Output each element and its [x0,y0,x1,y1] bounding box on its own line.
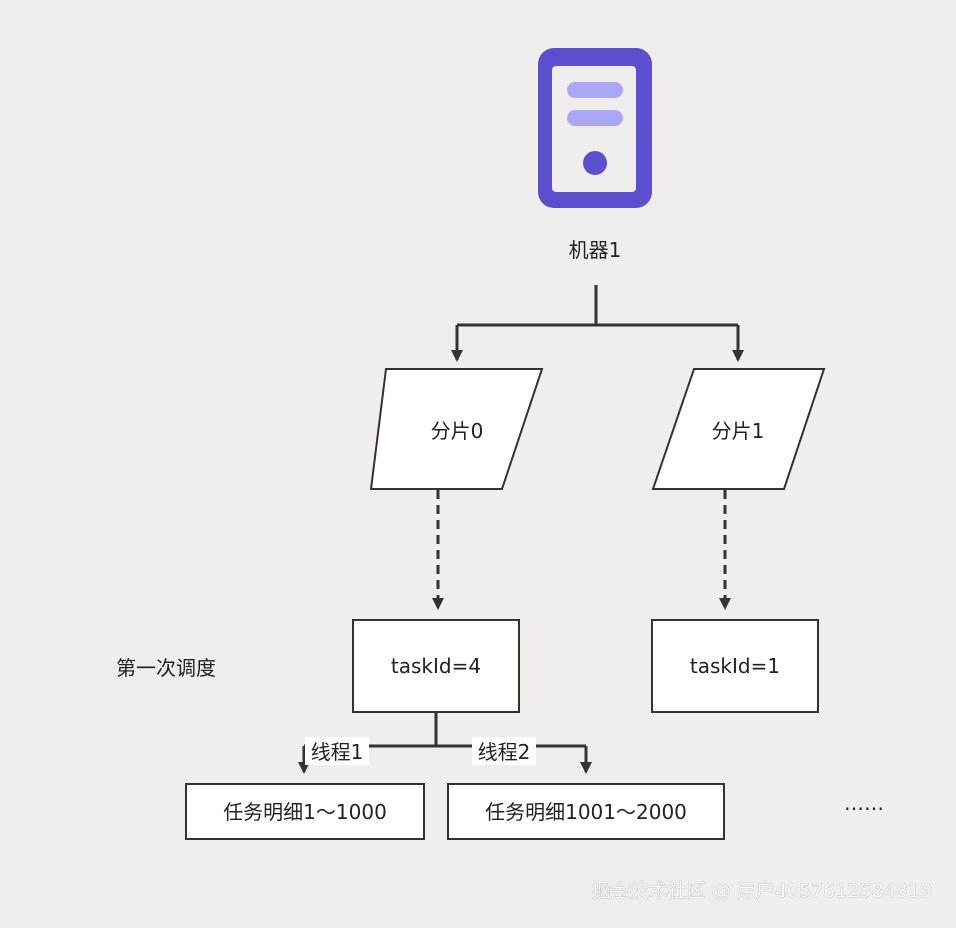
detail-2-node: 任务明细1001～2000 [447,783,725,840]
thread-1-edge-label: 线程1 [305,737,369,765]
server-to-shards-connector [451,285,744,362]
detail-2-label: 任务明细1001～2000 [485,800,687,824]
shard-0-node: 分片0 [369,368,544,490]
task-1-node: taskId=1 [651,619,819,713]
server-label: 机器1 [569,238,622,262]
watermark: 掘金技术社区 @ 用户4057612584819 [592,880,932,902]
shard-1-node: 分片1 [651,368,826,490]
detail-1-label: 任务明细1～1000 [223,800,387,824]
shard-to-task-connectors [432,490,731,610]
thread-2-edge-label: 线程2 [472,737,536,765]
task-4-node: taskId=4 [352,619,520,713]
shard-0-label: 分片0 [431,419,484,443]
shard-1-label: 分片1 [712,419,765,443]
detail-1-node: 任务明细1～1000 [185,783,425,840]
server-icon [538,48,652,208]
schedule-label: 第一次调度 [116,656,216,680]
thread-2-label: 线程2 [478,740,531,764]
more-ellipsis: …… [844,791,884,815]
task-4-label: taskId=4 [391,654,481,678]
task-1-label: taskId=1 [690,654,780,678]
thread-1-label: 线程1 [311,740,364,764]
